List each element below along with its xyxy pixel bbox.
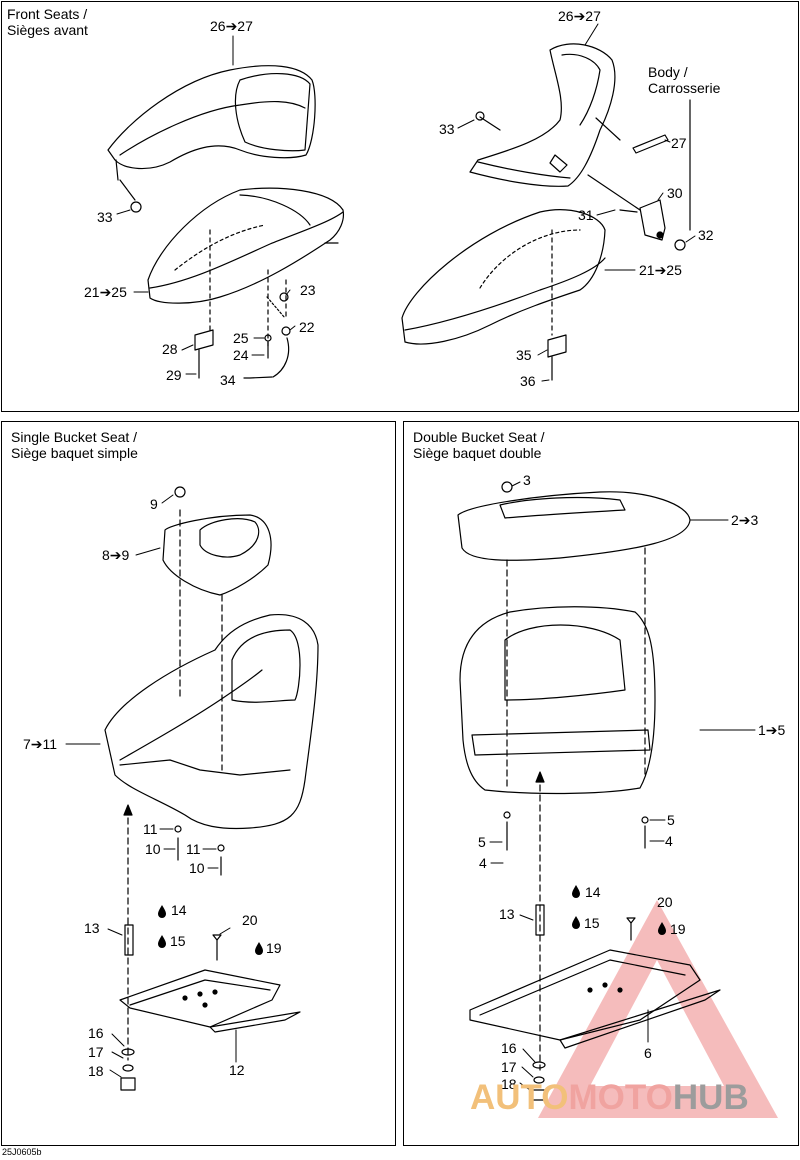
front-right-hardware	[475, 99, 691, 251]
drop-icon-15-double	[572, 916, 580, 929]
callout-front-left-24: 24	[233, 347, 249, 363]
callout-double-6: 6	[644, 1045, 652, 1061]
leader-lines	[65, 23, 756, 1091]
drop-icon-14-double	[572, 885, 580, 898]
callout-double-15: 15	[584, 915, 600, 931]
callout-double-1-5: 1➔5	[758, 722, 786, 738]
callout-front-right-35: 35	[516, 347, 532, 363]
front-left-backrest	[107, 65, 316, 181]
single-bucket-title-fr: Siège baquet simple	[11, 445, 138, 461]
callout-single-17: 17	[88, 1044, 104, 1060]
callout-front-left-34: 34	[220, 372, 236, 388]
callout-double-18: 18	[501, 1076, 517, 1092]
callout-front-left-33: 33	[97, 209, 113, 225]
callout-double-20: 20	[657, 894, 673, 910]
callout-single-19: 19	[266, 940, 282, 956]
callout-double-16: 16	[501, 1040, 517, 1056]
front-left-seat-cushion	[147, 187, 345, 304]
callout-front-right-30: 30	[667, 185, 683, 201]
single-bucket-title-en: Single Bucket Seat /	[11, 429, 138, 445]
watermark-auto: AUTO	[470, 1078, 569, 1117]
callout-front-left-26-27: 26➔27	[210, 18, 253, 34]
callout-single-10-b: 10	[189, 860, 205, 876]
watermark-moto: MOTO	[568, 1078, 673, 1117]
callout-front-left-28: 28	[162, 341, 178, 357]
double-bucket-shell	[459, 606, 656, 1071]
callout-single-13: 13	[84, 920, 100, 936]
double-base-plate	[469, 949, 721, 1101]
double-fasteners	[503, 811, 649, 941]
watermark-triangle	[538, 900, 778, 1118]
callout-double-4-right: 4	[665, 833, 673, 849]
double-bucket-title: Double Bucket Seat / Siège baquet double	[413, 429, 545, 461]
watermark-text: AUTOMOTOHUB	[470, 1079, 749, 1117]
callout-front-right-27: 27	[671, 135, 687, 151]
callout-front-left-29: 29	[166, 367, 182, 383]
single-bucket-shell	[104, 613, 319, 1061]
single-bucket-title: Single Bucket Seat / Siège baquet simple	[11, 429, 138, 461]
callout-front-right-33: 33	[439, 121, 455, 137]
double-bucket-seat-panel	[403, 421, 799, 1146]
front-left-hardware	[119, 179, 291, 379]
callout-front-right-26-27: 26➔27	[558, 8, 601, 24]
double-headrest	[457, 481, 691, 791]
single-fasteners	[124, 825, 225, 961]
callout-double-19: 19	[670, 921, 686, 937]
body-label: Body / Carrosserie	[648, 64, 720, 96]
callout-front-left-22: 22	[299, 319, 315, 335]
callout-single-8-9: 8➔9	[102, 547, 130, 563]
callout-single-18: 18	[88, 1063, 104, 1079]
drop-icon-19-double	[658, 922, 666, 935]
callout-front-left-25: 25	[233, 330, 249, 346]
single-bucket-seat-panel	[1, 421, 396, 1146]
callout-front-right-31: 31	[578, 207, 594, 223]
drop-icon-14-single	[158, 905, 166, 918]
callout-single-9: 9	[150, 496, 158, 512]
front-seats-title-en: Front Seats /	[7, 6, 88, 22]
drop-icon-15-single	[158, 935, 166, 948]
callout-double-14: 14	[585, 884, 601, 900]
single-headrest	[162, 486, 272, 771]
callout-double-17: 17	[501, 1059, 517, 1075]
callout-front-right-36: 36	[520, 373, 536, 389]
front-right-seat-cushion	[401, 209, 606, 381]
callout-single-10-a: 10	[145, 841, 161, 857]
callout-front-right-32: 32	[698, 227, 714, 243]
callout-single-20: 20	[242, 912, 258, 928]
callout-single-16: 16	[88, 1025, 104, 1041]
callout-double-2-3: 2➔3	[731, 512, 759, 528]
callout-front-right-21-25: 21➔25	[639, 262, 682, 278]
callout-single-15: 15	[170, 933, 186, 949]
callout-front-left-21-25: 21➔25	[84, 284, 127, 300]
body-label-fr: Carrosserie	[648, 80, 721, 96]
callout-single-7-11: 7➔11	[23, 736, 58, 752]
body-label-en: Body /	[648, 64, 688, 80]
double-bucket-title-fr: Siège baquet double	[413, 445, 542, 461]
callout-double-5-left: 5	[478, 834, 486, 850]
front-right-backrest	[469, 43, 669, 187]
callout-single-12: 12	[229, 1062, 245, 1078]
callout-double-13: 13	[499, 906, 515, 922]
callout-single-11-a: 11	[143, 821, 158, 837]
callout-single-14: 14	[171, 902, 187, 918]
callout-single-11-b: 11	[186, 841, 201, 857]
single-base-plate	[119, 969, 301, 1091]
callout-double-5-right: 5	[667, 812, 675, 828]
callout-double-4-left: 4	[479, 855, 487, 871]
drop-icon-19-single	[255, 942, 263, 955]
watermark-hub: HUB	[672, 1078, 749, 1117]
front-seats-panel	[1, 1, 799, 412]
front-seats-title: Front Seats / Sièges avant	[7, 6, 88, 38]
double-bucket-title-en: Double Bucket Seat /	[413, 429, 545, 445]
front-seats-title-fr: Sièges avant	[7, 22, 88, 38]
callout-front-left-23: 23	[300, 282, 316, 298]
drawing-code: 25J0605b	[2, 1147, 42, 1157]
callout-double-3: 3	[523, 472, 531, 488]
lubricant-drop-icons	[158, 885, 666, 955]
